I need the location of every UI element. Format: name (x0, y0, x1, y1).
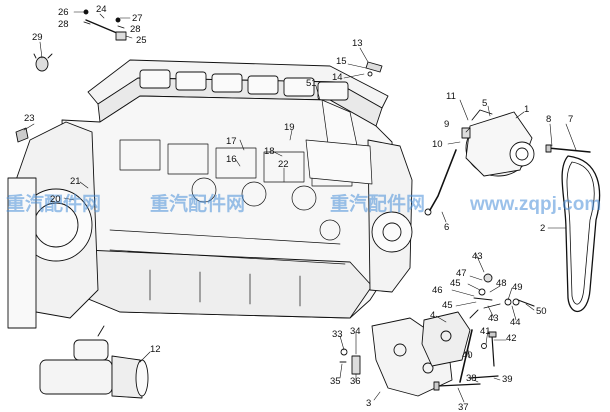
callout-8: 8 (546, 114, 551, 125)
adjusting-link-6 (424, 149, 457, 216)
callout-3: 3 (366, 398, 371, 409)
callout-16: 16 (226, 154, 237, 165)
callout-19: 19 (284, 122, 295, 133)
callout-29: 29 (32, 32, 43, 43)
callout-17: 17 (226, 136, 237, 147)
leader-lines (23, 11, 577, 403)
callout-46: 46 (432, 285, 443, 296)
watermark-repeat-cn: 重汽配件网 (150, 192, 245, 215)
callout-35: 35 (330, 376, 341, 387)
callout-43-mid: 43 (488, 313, 499, 324)
callout-13: 13 (352, 38, 363, 49)
callout-12: 12 (150, 344, 161, 355)
callout-34: 34 (350, 326, 361, 337)
callout-49: 49 (512, 282, 523, 293)
engine-block (7, 59, 413, 329)
callout-47: 47 (456, 268, 467, 279)
callout-45-upper: 45 (450, 278, 461, 289)
callout-33: 33 (332, 329, 343, 340)
sensor-13 (365, 61, 383, 77)
callout-18: 18 (264, 146, 275, 157)
callout-44: 44 (510, 317, 521, 328)
callout-28-left: 28 (58, 19, 69, 30)
alternator (461, 109, 535, 177)
callout-42: 42 (506, 333, 517, 344)
callout-9: 9 (444, 119, 449, 130)
cylinder-head-covers (139, 69, 349, 101)
callout-15: 15 (336, 56, 347, 67)
watermark: 重汽配件网 重汽配件网 重汽配件网 www.zqpj.com (6, 192, 601, 215)
callout-43-top: 43 (472, 251, 483, 262)
callout-7: 7 (568, 114, 573, 125)
callout-50: 50 (536, 306, 547, 317)
callout-41: 41 (480, 326, 491, 337)
callout-39: 39 (502, 374, 513, 385)
callout-14: 14 (332, 72, 343, 83)
callout-2: 2 (540, 223, 545, 234)
callout-20: 20 (50, 194, 61, 205)
callout-48: 48 (496, 278, 507, 289)
callout-6: 6 (444, 222, 449, 233)
callout-40: 40 (462, 350, 473, 361)
callout-36: 36 (350, 376, 361, 387)
callout-23: 23 (24, 113, 35, 124)
bracket-assembly-24 (83, 9, 127, 41)
bolts-37-38-39 (433, 375, 499, 391)
callout-51: 51 (306, 78, 317, 89)
watermark-url: www.zqpj.com (469, 194, 601, 215)
callout-26: 26 (58, 7, 69, 18)
bolt-8-7 (545, 144, 591, 153)
bolt-42 (488, 331, 497, 367)
small-hardware (339, 273, 535, 375)
watermark-repeat-cn-2: 重汽配件网 (330, 192, 425, 215)
callout-5: 5 (482, 98, 487, 109)
callout-25: 25 (136, 35, 147, 46)
callout-24: 24 (96, 4, 107, 15)
callout-labels: 26 24 27 28 28 25 29 13 15 14 51 23 11 5… (24, 4, 573, 412)
watermark-cn: 重汽配件网 (6, 192, 101, 215)
tensioner-rod-40 (459, 309, 479, 383)
callout-28-right: 28 (130, 24, 141, 35)
sensor-23 (15, 127, 29, 143)
drive-belt-2 (561, 155, 601, 313)
callout-10: 10 (432, 139, 443, 150)
bracket-4 (421, 311, 471, 367)
callout-11: 11 (446, 91, 456, 102)
callout-45-lower: 45 (442, 300, 453, 311)
callout-21: 21 (70, 176, 81, 187)
callout-37: 37 (458, 402, 469, 412)
callout-38: 38 (466, 373, 477, 384)
starter-motor (39, 325, 149, 399)
callout-4: 4 (430, 310, 435, 321)
callout-1: 1 (524, 104, 529, 115)
callout-22: 22 (278, 159, 289, 170)
sensor-29 (33, 53, 53, 72)
block-details (109, 99, 373, 307)
callout-27: 27 (132, 13, 143, 24)
